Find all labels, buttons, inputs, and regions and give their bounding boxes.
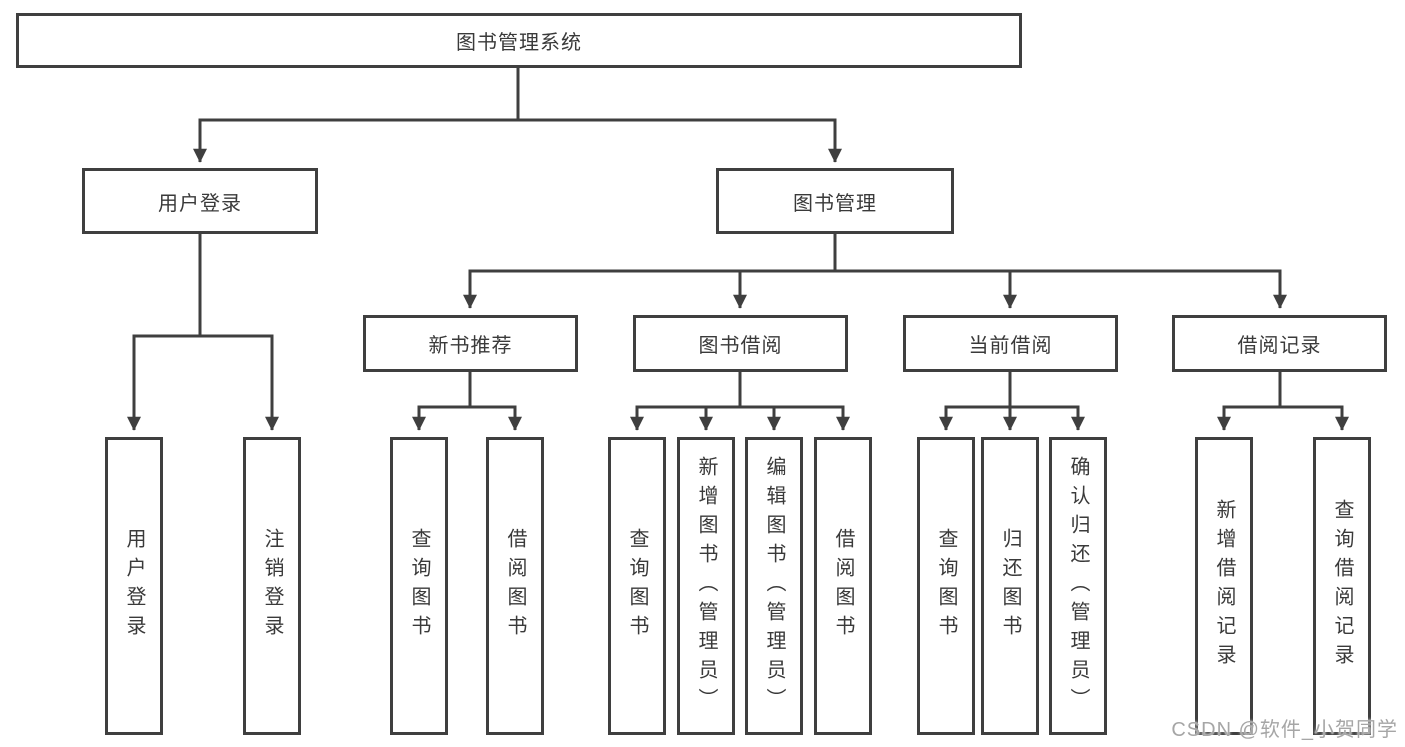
node-label: 借阅记录: [1237, 335, 1322, 357]
leaf-label: 查询图书: [935, 528, 957, 644]
node-user-login-branch: 用户登录: [82, 168, 318, 234]
leaf-label: 查询借阅记录: [1331, 499, 1353, 673]
leaf-label: 编辑图书（管理员）: [763, 455, 785, 717]
node-borrowing-records: 借阅记录: [1172, 315, 1387, 372]
leaf-borrow-books-recommend: 借阅图书: [486, 437, 544, 735]
leaf-label: 新增图书（管理员）: [695, 455, 717, 717]
csdn-watermark: CSDN @软件_小贺同学: [1171, 719, 1398, 741]
leaf-query-books-recommend: 查询图书: [390, 437, 448, 735]
node-new-book-recommend: 新书推荐: [363, 315, 578, 372]
node-current-borrowing: 当前借阅: [903, 315, 1118, 372]
leaf-query-books-current: 查询图书: [917, 437, 975, 735]
leaf-add-books-admin: 新增图书（管理员）: [677, 437, 735, 735]
leaf-query-borrow-record: 查询借阅记录: [1313, 437, 1371, 735]
node-root-label: 图书管理系统: [456, 32, 582, 54]
leaf-confirm-return-admin: 确认归还（管理员）: [1049, 437, 1107, 735]
node-root-system: 图书管理系统: [16, 13, 1022, 68]
leaf-return-books: 归还图书: [981, 437, 1039, 735]
node-label: 图书管理: [793, 192, 877, 215]
node-label: 当前借阅: [968, 335, 1053, 357]
leaf-label: 用户登录: [123, 528, 145, 644]
leaf-label: 借阅图书: [832, 528, 854, 644]
leaf-logout: 注销登录: [243, 437, 301, 735]
leaf-label: 归还图书: [999, 528, 1021, 644]
leaf-label: 注销登录: [261, 528, 283, 644]
leaf-user-login: 用户登录: [105, 437, 163, 735]
node-label: 新书推荐: [428, 335, 513, 357]
leaf-label: 查询图书: [626, 528, 648, 644]
leaf-add-borrow-record: 新增借阅记录: [1195, 437, 1253, 735]
node-book-management-branch: 图书管理: [716, 168, 954, 234]
leaf-label: 新增借阅记录: [1213, 499, 1235, 673]
node-label: 用户登录: [158, 192, 242, 215]
node-label: 图书借阅: [698, 335, 783, 357]
leaf-label: 查询图书: [408, 528, 430, 644]
leaf-query-books-borrowing: 查询图书: [608, 437, 666, 735]
leaf-label: 确认归还（管理员）: [1067, 455, 1089, 717]
leaf-borrow-books: 借阅图书: [814, 437, 872, 735]
leaf-edit-books-admin: 编辑图书（管理员）: [745, 437, 803, 735]
leaf-label: 借阅图书: [504, 528, 526, 644]
node-book-borrowing: 图书借阅: [633, 315, 848, 372]
